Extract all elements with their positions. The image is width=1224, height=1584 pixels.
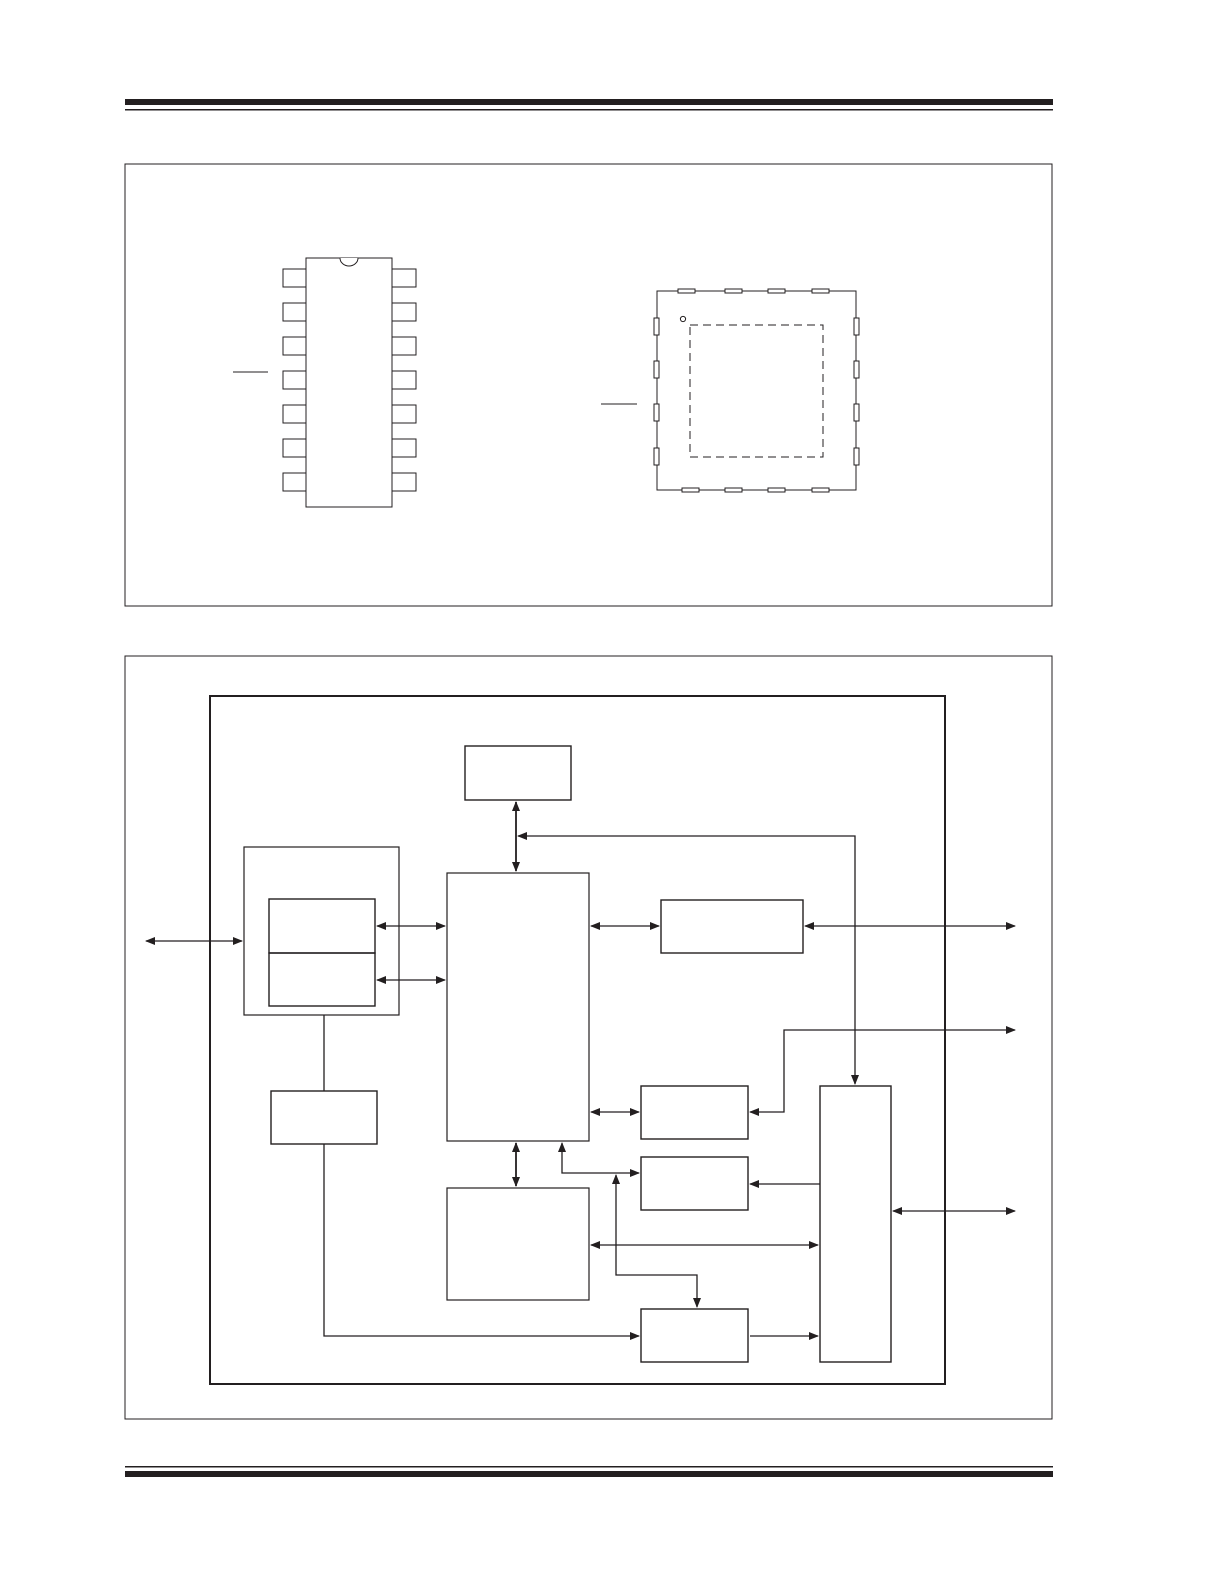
qfn-package xyxy=(601,288,860,493)
top-block xyxy=(464,745,572,801)
dip-pin-left-5 xyxy=(282,404,307,424)
dip-package xyxy=(233,257,417,508)
qfn-pad-left-3 xyxy=(653,403,660,422)
dip-pin-right-6 xyxy=(391,438,417,458)
middle-block-a xyxy=(640,1085,749,1140)
qfn-pad-bottom-1 xyxy=(681,487,700,493)
qfn-pad-right-3 xyxy=(853,403,860,422)
dip-pin-right-2 xyxy=(391,302,417,322)
right-upper-block xyxy=(660,899,804,954)
middle-block-b xyxy=(640,1156,749,1211)
pin1-notch xyxy=(339,257,359,267)
qfn-pad-right-1 xyxy=(853,317,860,336)
lower-left-block xyxy=(446,1187,590,1301)
qfn-pad-top-2 xyxy=(724,288,743,294)
dip-pin-left-6 xyxy=(282,438,307,458)
qfn-pad-left-4 xyxy=(653,447,660,466)
left-inner-block-lower xyxy=(268,952,376,1007)
dip-pin-left-3 xyxy=(282,336,307,356)
qfn-pad-right-4 xyxy=(853,447,860,466)
dip-pin-left-1 xyxy=(282,268,307,288)
qfn-pads xyxy=(653,288,860,493)
qfn-pad-bottom-2 xyxy=(724,487,743,493)
bus-to-right-block xyxy=(517,832,859,1085)
pinout-figure-frame xyxy=(124,163,1053,607)
qfn-pad-top-3 xyxy=(767,288,786,294)
dip-pin-right-3 xyxy=(391,336,417,356)
pin1-dot xyxy=(679,315,687,323)
small-left-block xyxy=(270,1090,378,1145)
qfn-body xyxy=(656,290,857,491)
dip-pin-right-4 xyxy=(391,370,417,390)
connections xyxy=(145,801,1016,1340)
left-inner-block-upper xyxy=(268,898,376,954)
block-diagram xyxy=(145,695,1016,1385)
header-rule xyxy=(125,99,1053,111)
block-diagram-frame xyxy=(124,655,1053,1420)
dip-pin-left-7 xyxy=(282,472,307,492)
central-core-block xyxy=(446,872,590,1142)
external-right-signal-2 xyxy=(749,1026,1016,1116)
link-small-bottom xyxy=(323,1144,640,1340)
link-core-middleb xyxy=(558,1142,640,1177)
dip-pin-left-4 xyxy=(282,370,307,390)
qfn-pad-left-2 xyxy=(653,360,660,379)
dip-pins-right xyxy=(391,268,417,492)
dip-pin-right-7 xyxy=(391,472,417,492)
qfn-pad-top-4 xyxy=(811,288,830,294)
left-outer-block xyxy=(243,846,400,1016)
qfn-pad-right-2 xyxy=(853,360,860,379)
dip-pin-right-1 xyxy=(391,268,417,288)
dip-body xyxy=(305,257,393,508)
qfn-pad-top-1 xyxy=(677,288,696,294)
dip-pins-left xyxy=(282,268,307,492)
qfn-pad-left-1 xyxy=(653,317,660,336)
exposed-pad xyxy=(689,324,824,458)
qfn-pad-bottom-4 xyxy=(811,487,830,493)
dip-pin-left-2 xyxy=(282,302,307,322)
qfn-pad-bottom-3 xyxy=(767,487,786,493)
right-tall-block xyxy=(819,1085,892,1363)
dip-pin-right-5 xyxy=(391,404,417,424)
bottom-block xyxy=(640,1308,749,1363)
device-boundary xyxy=(209,695,946,1385)
footer-rule xyxy=(125,1466,1053,1477)
link-branch-bottom xyxy=(612,1174,701,1308)
